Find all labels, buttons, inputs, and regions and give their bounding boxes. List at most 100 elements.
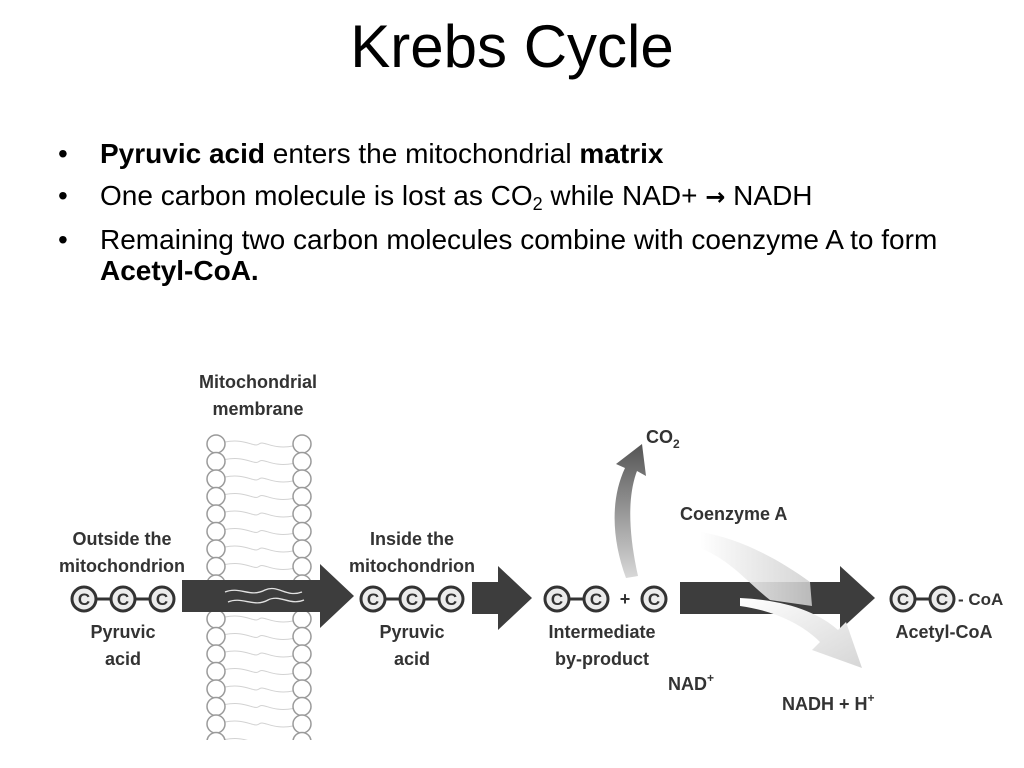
carbon-atom-label: C — [117, 590, 129, 609]
lipid-tail — [224, 545, 294, 553]
pyruvic-label-line1: Pyruvic — [90, 622, 155, 642]
lipid-tail — [224, 685, 294, 693]
bullet-list: Pyruvic acid enters the mitochondrial ma… — [58, 138, 1018, 297]
lipid-tail — [224, 563, 294, 570]
phospholipid-head — [206, 661, 226, 682]
pyruvic-acid-molecule-inside: C C C — [359, 585, 465, 613]
outside-label-line1: Outside the — [72, 529, 171, 549]
carbon-atom-label: C — [156, 590, 168, 609]
phospholipid-head — [292, 486, 312, 507]
phospholipid-head — [206, 696, 226, 717]
lipid-tail — [224, 650, 294, 658]
bullet-text: One carbon molecule is lost as CO — [100, 180, 533, 211]
nad-base-text: NAD — [668, 674, 707, 694]
carbon-atom-label: C — [551, 590, 563, 609]
phospholipid-head — [292, 451, 312, 472]
carbon-atom-label: C — [445, 590, 457, 609]
phospholipid-head — [292, 609, 312, 629]
phospholipid-head — [206, 486, 226, 507]
phospholipid-head — [292, 434, 312, 454]
bullet-bold-text: Pyruvic acid — [100, 138, 265, 169]
pyruvic-label-line1: Pyruvic — [379, 622, 444, 642]
nad-to-nadh-arrow — [740, 598, 862, 668]
lipid-tail — [224, 528, 294, 535]
lipid-tail — [224, 668, 294, 675]
lipid-tail — [224, 458, 294, 465]
phospholipid-head — [292, 521, 312, 542]
phospholipid-head — [292, 696, 312, 717]
lipid-tail — [224, 510, 294, 518]
carbon-atom-label: C — [936, 590, 948, 609]
coenzyme-a-input-fade — [700, 532, 812, 606]
phospholipid-head — [292, 539, 312, 559]
pyruvic-label-line2: acid — [105, 649, 141, 669]
lipid-tail — [224, 475, 294, 483]
phospholipid-head — [206, 556, 226, 577]
pyruvate-oxidation-diagram: Mitochondrial membrane Outside the mitoc… — [59, 372, 1003, 740]
carbon-atom-label: C — [367, 590, 379, 609]
inside-label-line2: mitochondrion — [349, 556, 475, 576]
acetyl-coa-molecule: C C - CoA — [889, 585, 1003, 613]
phospholipid-head — [292, 661, 312, 682]
carbon-atom-label: C — [406, 590, 418, 609]
bullet-bold-text: matrix — [579, 138, 664, 169]
lipid-tail — [224, 493, 294, 500]
subscript-text: 2 — [532, 194, 543, 214]
phospholipid-head — [292, 731, 312, 740]
nadh-superscript: + — [868, 691, 875, 705]
membrane-channel-overlay — [224, 587, 305, 604]
nad-label: NAD+ — [668, 671, 714, 694]
phospholipid-head — [206, 609, 226, 629]
phospholipid-head — [206, 539, 226, 559]
bullet-bold-text: Acetyl-CoA. — [100, 255, 259, 286]
coa-suffix-label: - CoA — [958, 590, 1003, 609]
phospholipid-head — [206, 434, 226, 454]
bullet-item: Remaining two carbon molecules combine w… — [58, 224, 1018, 286]
phospholipid-head — [206, 644, 226, 664]
outside-label-line2: mitochondrion — [59, 556, 185, 576]
phospholipid-head — [206, 504, 226, 524]
phospholipid-head — [206, 469, 226, 489]
phospholipid-head — [292, 504, 312, 524]
pyruvic-label-line2: acid — [394, 649, 430, 669]
acetyl-coa-label: Acetyl-CoA — [895, 622, 992, 642]
co2-base-text: CO — [646, 427, 673, 447]
carbon-atom-label: C — [78, 590, 90, 609]
phospholipid-head — [292, 679, 312, 699]
lipid-tail — [224, 633, 294, 640]
bullet-text: while NAD+ — [542, 180, 706, 211]
phospholipid-head — [292, 626, 312, 647]
bullet-item: One carbon molecule is lost as CO2 while… — [58, 180, 1018, 213]
membrane-bilayer — [206, 434, 312, 740]
nadh-label: NADH + H+ — [782, 691, 875, 714]
phospholipid-head — [206, 451, 226, 472]
phospholipid-head — [292, 469, 312, 489]
reaction-arrow — [472, 566, 532, 630]
lipid-tail — [224, 615, 294, 623]
intermediate-label-line2: by-product — [555, 649, 649, 669]
plus-sign: + — [620, 589, 631, 609]
phospholipid-head — [292, 556, 312, 577]
co2-label: CO2 — [646, 427, 680, 451]
co2-subscript: 2 — [673, 437, 680, 451]
intermediate-label-line1: Intermediate — [548, 622, 655, 642]
membrane-label-line2: membrane — [212, 399, 303, 419]
intermediate-molecules: C C + C — [543, 585, 668, 613]
inside-label-line1: Inside the — [370, 529, 454, 549]
lipid-tail — [224, 703, 294, 710]
transport-arrow — [182, 564, 354, 628]
lipid-tail — [224, 720, 294, 728]
phospholipid-head — [206, 626, 226, 647]
phospholipid-head — [292, 644, 312, 664]
pyruvic-acid-molecule-outside: C C C — [70, 585, 176, 613]
coenzyme-a-label: Coenzyme A — [680, 504, 787, 524]
phospholipid-head — [206, 521, 226, 542]
co2-release-arrow — [614, 444, 646, 578]
slide-title: Krebs Cycle — [350, 13, 674, 80]
phospholipid-head — [206, 731, 226, 740]
carbon-atom-label: C — [590, 590, 602, 609]
phospholipid-head — [206, 679, 226, 699]
phospholipid-head — [206, 714, 226, 734]
bullet-text: NADH — [725, 180, 813, 211]
membrane-label-line1: Mitochondrial — [199, 372, 317, 392]
